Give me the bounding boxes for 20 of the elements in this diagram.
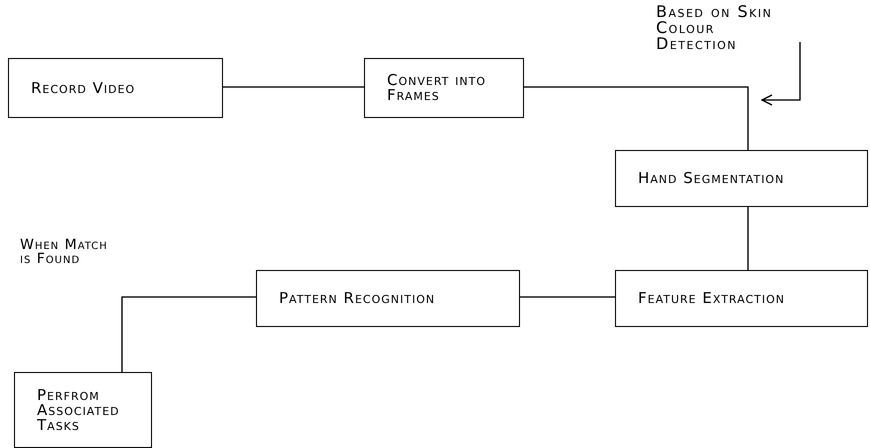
process-box: [364, 58, 524, 118]
process-box: [14, 372, 152, 448]
box-label: Convert into Frames: [387, 73, 488, 103]
box-label: Perfrom Associated Tasks: [37, 388, 121, 432]
box-label: Hand Segmentation: [638, 171, 784, 186]
connector-line: [223, 86, 364, 88]
connector-line: [121, 296, 256, 372]
box-label: Feature Extraction: [638, 291, 785, 306]
box-label: Record Video: [31, 80, 136, 96]
connector-line: [524, 86, 749, 150]
box-label: Pattern Recognition: [279, 291, 436, 306]
process-box: [256, 270, 520, 327]
connector-line: [747, 207, 749, 270]
note-text: When Match is Found: [20, 238, 109, 266]
arrow: [761, 42, 801, 106]
process-box: [8, 58, 223, 118]
process-box: [615, 150, 868, 207]
process-box: [615, 270, 868, 327]
annotation-text: Based on Skin Colour Detection: [656, 4, 774, 52]
connector-line: [520, 296, 615, 298]
